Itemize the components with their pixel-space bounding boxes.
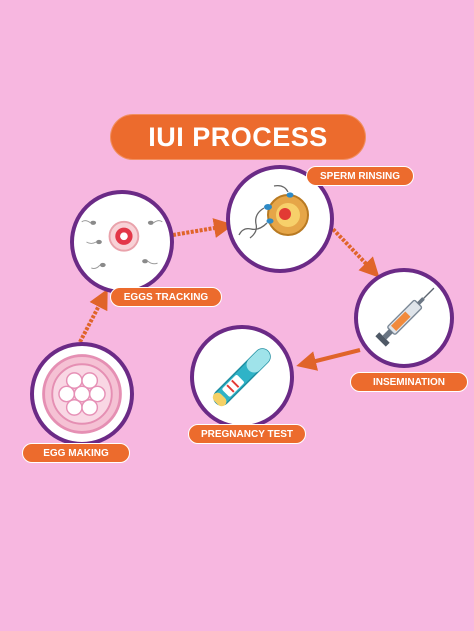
step-pregnancy-test-label: PREGNANCY TEST (188, 424, 306, 444)
step-insemination-label: INSEMINATION (350, 372, 468, 392)
step-pregnancy-test-circle (190, 325, 294, 429)
egg-sperm-icon (81, 220, 163, 269)
arrow-insemination-to-pregnancy-test (296, 348, 361, 371)
step-egg-making-circle (30, 342, 134, 446)
step-sperm-rinsing-label: SPERM RINSING (306, 166, 414, 186)
syringe-icon (375, 287, 435, 347)
step-eggs-tracking-label: EGGS TRACKING (110, 287, 222, 307)
pregnancy-test-icon (212, 348, 271, 407)
fertilization-icon (238, 184, 309, 239)
arrow-eggs-tracking-to-sperm-rinsing (172, 218, 234, 238)
step-eggs-tracking-circle (70, 190, 174, 294)
step-egg-making-label: EGG MAKING (22, 443, 130, 463)
page-title: IUI PROCESS (110, 114, 366, 160)
egg-cells-icon (42, 354, 122, 434)
step-insemination-circle (354, 268, 454, 368)
arrow-egg-making-to-eggs-tracking (78, 288, 108, 343)
arrow-sperm-rinsing-to-insemination (328, 224, 380, 278)
step-sperm-rinsing-circle (226, 165, 334, 273)
